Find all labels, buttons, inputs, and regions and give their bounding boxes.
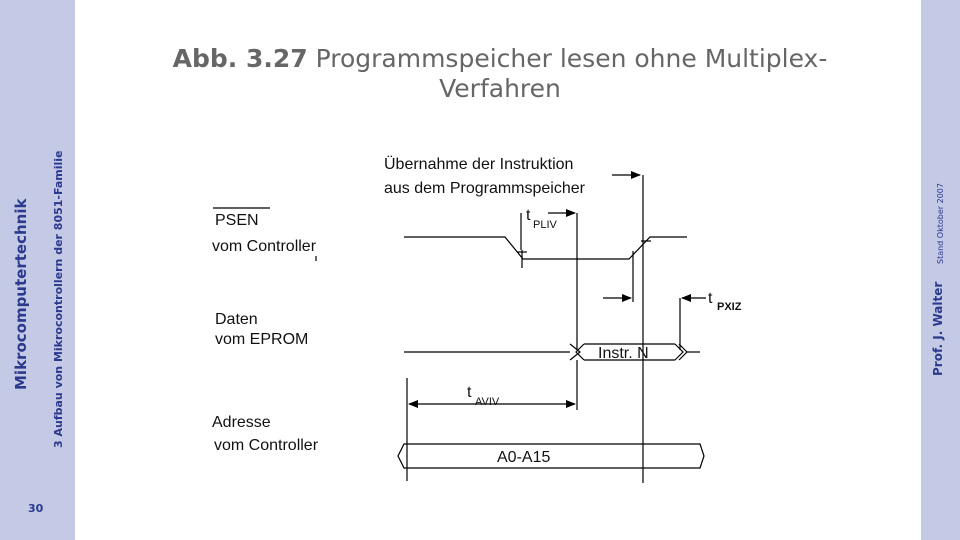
taviv-t: t xyxy=(467,384,472,401)
data-label: Daten xyxy=(215,311,258,328)
address-bus-label: A0-A15 xyxy=(497,449,551,466)
psen-label: PSEN xyxy=(215,212,259,229)
addr-label: Adresse xyxy=(212,414,271,431)
tpliv-t: t xyxy=(526,207,531,224)
instr-label: Instr. N xyxy=(598,345,649,362)
left-sidebar xyxy=(0,0,75,540)
tpxiz-t: t xyxy=(708,290,713,307)
title-line2: Verfahren xyxy=(439,74,561,103)
addr-source: vom Controller xyxy=(214,437,319,454)
page-number: 30 xyxy=(28,502,44,515)
instr-valid-window xyxy=(575,343,585,361)
psen-signal xyxy=(404,236,687,260)
right-sidebar xyxy=(921,0,960,540)
instr-valid-window xyxy=(569,343,581,361)
address-bus xyxy=(397,443,705,469)
slide-title: Abb. 3.27 Programmspeicher lesen ohne Mu… xyxy=(120,44,880,104)
figure-number: Abb. 3.27 xyxy=(172,44,308,73)
instr-window-end xyxy=(674,343,684,361)
tpxiz-sub: PXIZ xyxy=(717,301,742,313)
annotation-line1: Übernahme der Instruktion xyxy=(384,156,574,173)
annotation-line2: aus dem Programmspeicher xyxy=(384,180,585,197)
taviv-sub: AVIV xyxy=(475,396,500,408)
psen-source: vom Controller xyxy=(212,238,317,255)
tpliv-sub: PLIV xyxy=(533,219,557,231)
data-source: vom EPROM xyxy=(215,331,309,348)
title-line1: Programmspeicher lesen ohne Multiplex- xyxy=(307,44,828,73)
